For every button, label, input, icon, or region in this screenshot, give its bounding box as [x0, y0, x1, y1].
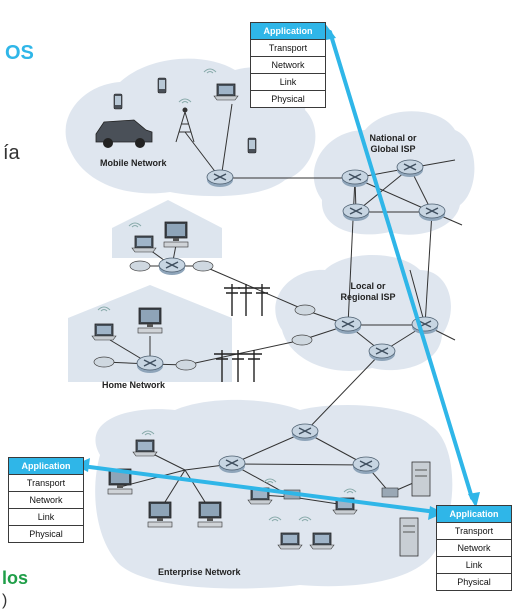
router-icon	[334, 316, 362, 335]
regional-isp-label-line1: Local or	[350, 281, 386, 291]
mobile-network-label: Mobile Network	[100, 158, 168, 168]
router-icon	[418, 203, 446, 222]
stack-layer-link: Link	[251, 73, 325, 90]
stack-layer-physical: Physical	[251, 90, 325, 107]
enterprise-network-cloud	[95, 399, 453, 589]
stack-layer-network: Network	[9, 491, 83, 508]
modem-icon	[192, 260, 214, 272]
server-icon	[399, 517, 419, 557]
stack-layer-link: Link	[9, 508, 83, 525]
stack-layer-transport: Transport	[251, 39, 325, 56]
desktop-icon	[163, 221, 189, 248]
laptop-icon	[132, 439, 158, 457]
enterprise-network-label: Enterprise Network	[158, 567, 242, 577]
laptop-icon	[213, 83, 239, 101]
utility-pole-icon	[237, 283, 255, 317]
global-isp-label-line2: Global ISP	[370, 144, 415, 154]
car-icon	[95, 119, 153, 148]
router-icon	[352, 456, 380, 475]
desktop-icon	[197, 501, 223, 528]
stack-layer-transport: Transport	[437, 522, 511, 539]
laptop-icon	[131, 235, 157, 253]
router-icon	[136, 355, 164, 374]
protocol-stack-left: Application Transport Network Link Physi…	[8, 457, 84, 543]
router-icon	[206, 169, 234, 188]
stack-layer-application: Application	[251, 23, 325, 39]
stack-layer-network: Network	[437, 539, 511, 556]
server-icon	[411, 461, 431, 497]
utility-pole-icon	[223, 283, 241, 317]
laptop-icon	[91, 323, 117, 341]
switch-icon	[381, 487, 399, 498]
desktop-icon	[137, 307, 163, 334]
regional-isp-label-line2: Regional ISP	[340, 292, 395, 302]
utility-pole-icon	[245, 349, 263, 383]
stack-layer-network: Network	[251, 56, 325, 73]
desktop-icon	[147, 501, 173, 528]
smartphone-icon	[247, 137, 257, 154]
arrowhead-right-bottom	[468, 492, 480, 508]
modem-icon	[294, 304, 316, 316]
router-icon	[341, 169, 369, 188]
protocol-stack-top: Application Transport Network Link Physi…	[250, 22, 326, 108]
home-network-label: Home Network	[102, 380, 166, 390]
global-isp-label-line1: National or	[369, 133, 417, 143]
slide-text-fragment-ia: ía	[3, 142, 20, 164]
modem-icon	[291, 334, 313, 346]
stack-layer-application: Application	[437, 506, 511, 522]
router-icon	[368, 343, 396, 362]
slide-text-fragment-los: los	[2, 568, 29, 588]
router-icon	[158, 257, 186, 276]
router-icon	[291, 423, 319, 442]
path-arrow-left-to-right	[80, 464, 438, 514]
modem-icon	[175, 359, 197, 371]
global-isp-cloud	[313, 111, 475, 235]
laptop-icon	[309, 532, 335, 550]
laptop-icon	[277, 532, 303, 550]
router-icon	[218, 455, 246, 474]
stack-layer-physical: Physical	[9, 525, 83, 542]
router-icon	[396, 159, 424, 178]
stack-layer-physical: Physical	[437, 573, 511, 590]
stack-layer-link: Link	[437, 556, 511, 573]
router-icon	[342, 203, 370, 222]
stack-layer-application: Application	[9, 458, 83, 474]
stack-layer-transport: Transport	[9, 474, 83, 491]
smartphone-icon	[157, 77, 167, 94]
cell-tower-icon	[175, 107, 195, 143]
slide-text-fragment-os: OS	[5, 42, 34, 64]
slide-text-fragment-paren: )	[2, 592, 8, 609]
smartphone-icon	[113, 93, 123, 110]
protocol-stack-right: Application Transport Network Link Physi…	[436, 505, 512, 591]
modem-icon	[93, 356, 115, 368]
arrowhead-top	[324, 22, 336, 40]
path-arrow-top-to-right	[328, 30, 474, 500]
modem-icon	[129, 260, 151, 272]
